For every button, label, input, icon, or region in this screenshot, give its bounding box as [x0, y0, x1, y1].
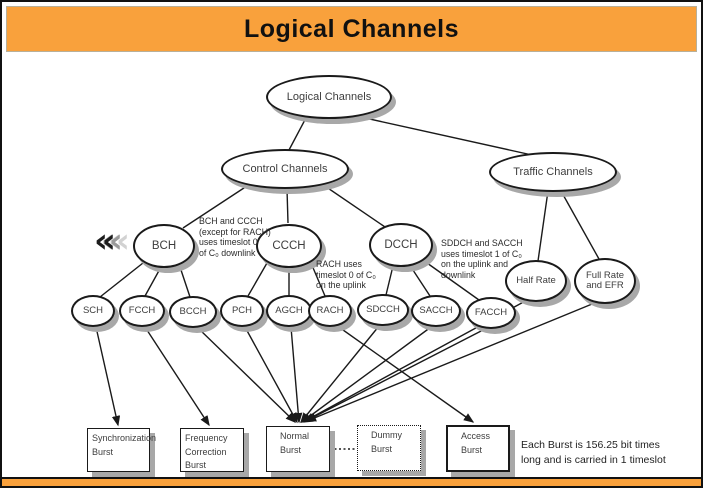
node-half-rate-label: Half Rate	[516, 274, 556, 286]
box-dummy-burst: Dummy Burst	[357, 425, 421, 471]
box-access-burst: Access Burst	[446, 425, 510, 472]
node-fcch-label: FCCH	[128, 304, 156, 316]
node-logical-channels-label: Logical Channels	[286, 90, 372, 103]
node-sdcch: SDCCH	[357, 294, 409, 326]
page-title: Logical Channels	[244, 14, 459, 43]
node-traffic-channels: Traffic Channels	[489, 152, 617, 192]
box-frequency-correction-burst: Frequency Correction Burst	[180, 428, 244, 472]
node-dcch-label: DCCH	[384, 238, 418, 251]
node-bcch-label: BCCH	[179, 305, 207, 317]
annotation-sdcch-sacch: SDDCH and SACCH uses timeslot 1 of C₀ on…	[441, 238, 523, 280]
node-bcch: BCCH	[169, 296, 217, 328]
node-rach-label: RACH	[316, 304, 344, 316]
node-rach: RACH	[308, 295, 352, 327]
node-pch: PCH	[220, 295, 264, 327]
node-control-channels: Control Channels	[221, 149, 349, 189]
node-facch-label: FACCH	[474, 306, 508, 318]
node-full-rate-efr-label: Full Rate and EFR	[585, 269, 624, 291]
node-ccch-label: CCCH	[272, 239, 306, 252]
node-logical-channels: Logical Channels	[266, 75, 392, 119]
node-full-rate-efr: Full Rate and EFR	[574, 258, 636, 304]
node-bch: BCH	[133, 224, 195, 268]
node-traffic-channels-label: Traffic Channels	[513, 165, 593, 178]
node-sch: SCH	[71, 295, 115, 327]
annotation-bch-ccch: BCH and CCCH (except for RACH) uses time…	[199, 216, 271, 258]
double-chevron-icon: «	[94, 221, 116, 261]
burst-length-note: Each Burst is 156.25 bit times long and …	[521, 439, 666, 467]
node-bch-label: BCH	[151, 239, 177, 252]
node-dcch: DCCH	[369, 223, 433, 267]
box-normal-burst: Normal Burst	[266, 426, 330, 472]
node-half-rate: Half Rate	[505, 260, 567, 302]
node-facch: FACCH	[466, 297, 516, 329]
node-sacch: SACCH	[411, 295, 461, 327]
node-sdcch-label: SDCCH	[366, 303, 400, 315]
node-ccch: CCCH	[256, 224, 322, 268]
slide-header: Logical Channels	[6, 6, 697, 52]
node-sch-label: SCH	[82, 304, 104, 316]
double-chevron-icon-echo: «	[101, 221, 123, 261]
slide-footer	[2, 477, 701, 486]
node-pch-label: PCH	[231, 304, 253, 316]
double-chevron-icon-echo2: «	[108, 221, 130, 261]
box-synchronization-burst: Synchronization Burst	[87, 428, 156, 472]
node-fcch: FCCH	[119, 295, 165, 327]
annotation-rach: RACH uses timeslot 0 of C₀ on the uplink	[316, 259, 376, 291]
node-agch: AGCH	[266, 295, 312, 327]
node-sacch-label: SACCH	[419, 304, 453, 316]
back-chevron-button[interactable]: « « «	[94, 221, 138, 262]
node-control-channels-label: Control Channels	[242, 162, 328, 175]
node-agch-label: AGCH	[275, 304, 303, 316]
